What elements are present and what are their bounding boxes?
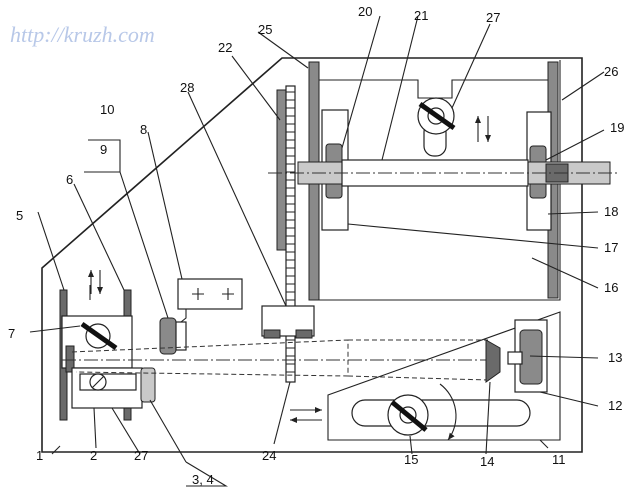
callout-11: 11	[552, 452, 566, 467]
callout-28: 28	[180, 80, 194, 95]
callout-12: 12	[608, 398, 622, 413]
callout-8: 8	[140, 122, 147, 137]
callout-13: 13	[608, 350, 622, 365]
callout-27-bottom: 27	[134, 448, 148, 463]
rotation-arrow	[439, 383, 457, 441]
gear-10	[175, 321, 187, 351]
pulley-28-tooth-left	[263, 329, 281, 339]
callout-1: 1	[36, 448, 43, 463]
callout-15: 15	[404, 452, 418, 467]
callout-27-top: 27	[486, 10, 500, 25]
callout-10: 10	[100, 102, 114, 117]
callout-20: 20	[358, 4, 372, 19]
pulley-28-tooth-right	[295, 329, 313, 339]
motor-8-plus-signs	[192, 288, 234, 300]
machine-frame	[41, 57, 583, 453]
callout-14: 14	[480, 454, 494, 469]
callout-2: 2	[90, 448, 97, 463]
callout-5: 5	[16, 208, 23, 223]
callout-7: 7	[8, 326, 15, 341]
shaft-13	[507, 351, 523, 365]
callout-18: 18	[604, 204, 618, 219]
callout-17: 17	[604, 240, 618, 255]
carriage-box	[327, 311, 561, 441]
callout-24: 24	[262, 448, 276, 463]
callout-16: 16	[604, 280, 618, 295]
spindle-housing-top	[315, 79, 555, 99]
slide-slot	[351, 399, 531, 427]
clamp-left	[65, 345, 75, 373]
carriage-2-slot	[79, 373, 137, 391]
wheel-14	[485, 339, 501, 383]
leader-lines	[29, 15, 605, 487]
callout-19: 19	[610, 120, 624, 135]
tensioner-lever	[418, 101, 456, 131]
callout-labels: 1 2 3, 4 5 6 7 8 9 10 11 12 13 14 15 16 …	[8, 4, 624, 487]
handwheel-15-lever	[390, 400, 428, 432]
workpiece-outline-right	[347, 339, 489, 381]
callout-26: 26	[604, 64, 618, 79]
tensioner-27-left-slash	[91, 375, 105, 389]
workpiece-outline	[71, 339, 349, 377]
toothed-belt-24	[285, 85, 296, 383]
callout-6: 6	[66, 172, 73, 187]
callout-9: 9	[100, 142, 107, 157]
callout-22: 22	[218, 40, 232, 55]
callout-25: 25	[258, 22, 272, 37]
motor-13	[519, 329, 543, 385]
gear-9	[159, 317, 177, 355]
callout-21: 21	[414, 8, 428, 23]
head-7-lever	[80, 321, 118, 351]
callout-3-4: 3, 4	[192, 472, 214, 487]
screw-3-4	[140, 367, 156, 403]
watermark-text: http://kruzh.com	[10, 22, 155, 47]
